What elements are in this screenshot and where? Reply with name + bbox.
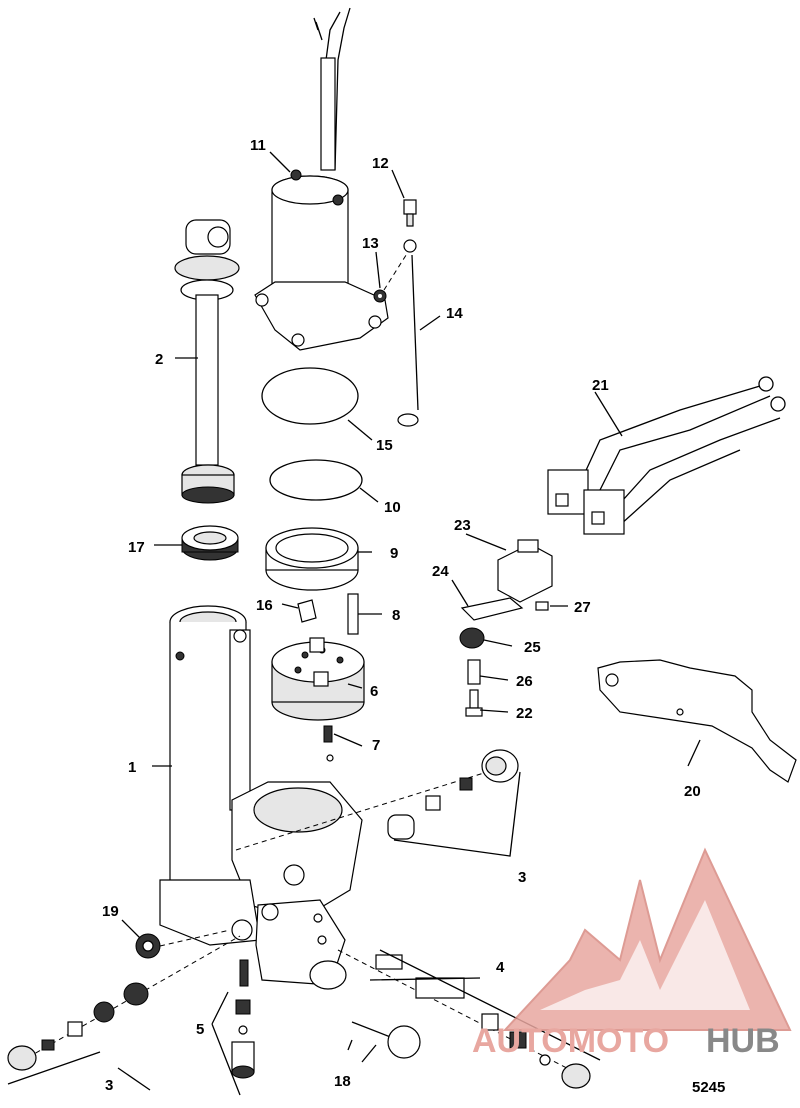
callout-labels: 1 2 3 3 4 5 6 7 8 9 10 11 12 13 14 15 16… <box>102 137 725 1096</box>
clip-16-part <box>297 599 317 623</box>
callout-19: 19 <box>102 903 119 920</box>
bracket-24-part <box>460 597 524 621</box>
wiring-harness-21-part <box>547 376 786 535</box>
pump-manifold-1-part <box>159 605 363 990</box>
trim-motor-part <box>254 7 389 351</box>
relay-23-part <box>497 539 553 603</box>
callout-27: 27 <box>574 599 591 616</box>
sleeve-26-part <box>467 659 481 685</box>
screw-12-part <box>403 199 417 227</box>
callout-5: 5 <box>196 1021 204 1038</box>
callout-14: 14 <box>446 305 463 322</box>
callout-15: 15 <box>376 437 393 454</box>
screw-22-part <box>465 689 483 717</box>
grommet-25-part <box>459 627 485 649</box>
callout-10: 10 <box>384 499 401 516</box>
automotohub-watermark-logo <box>502 847 792 1031</box>
leader-lines <box>7 151 701 1096</box>
piston-rod-2-part <box>174 219 240 504</box>
part-27 <box>535 601 549 611</box>
callout-3-bottom: 3 <box>105 1077 113 1094</box>
callout-25: 25 <box>524 639 541 656</box>
callout-12: 12 <box>372 155 389 172</box>
valve-kit-4-parts <box>337 949 591 1089</box>
callout-22: 22 <box>516 705 533 722</box>
callout-11: 11 <box>250 137 266 154</box>
o-ring-10-part <box>269 459 363 501</box>
callout-18: 18 <box>334 1073 351 1090</box>
callout-9: 9 <box>390 545 398 562</box>
lockwasher-13-part <box>373 289 387 303</box>
ground-wire-14-part <box>397 254 419 427</box>
callout-8: 8 <box>392 607 400 624</box>
callout-21: 21 <box>592 377 609 394</box>
callout-16: 16 <box>256 597 273 614</box>
callout-3-right: 3 <box>518 869 526 886</box>
watermark-brand-part2: HUB <box>706 1022 780 1060</box>
callout-1: 1 <box>128 759 136 776</box>
callout-7: 7 <box>372 737 380 754</box>
callout-17: 17 <box>128 539 145 556</box>
mounting-bracket-20-part <box>597 659 797 783</box>
check-valve-3-lower-parts <box>7 935 241 1071</box>
callout-20: 20 <box>684 783 701 800</box>
nut-9-part <box>265 527 359 591</box>
callout-26: 26 <box>516 673 533 690</box>
check-valve-3-upper-parts <box>235 749 519 851</box>
spring-7-part <box>323 725 334 762</box>
callout-4: 4 <box>496 959 505 976</box>
spool-18-part <box>351 1021 421 1059</box>
callout-23: 23 <box>454 517 471 534</box>
valve-body-6-part <box>271 637 365 721</box>
callout-24: 24 <box>432 563 449 580</box>
o-ring-15-part <box>261 367 359 425</box>
fitting-19-part <box>135 929 231 959</box>
callout-13: 13 <box>362 235 379 252</box>
valve-5-parts <box>231 959 255 1079</box>
washer-top-part <box>403 239 417 253</box>
pin-8-part <box>347 593 359 635</box>
callout-6: 6 <box>370 683 378 700</box>
figure-number: 5245 <box>692 1079 725 1096</box>
watermark-brand-part1: AUTOMOTO <box>472 1022 669 1060</box>
callout-2: 2 <box>155 351 163 368</box>
seal-17-part <box>181 525 239 561</box>
